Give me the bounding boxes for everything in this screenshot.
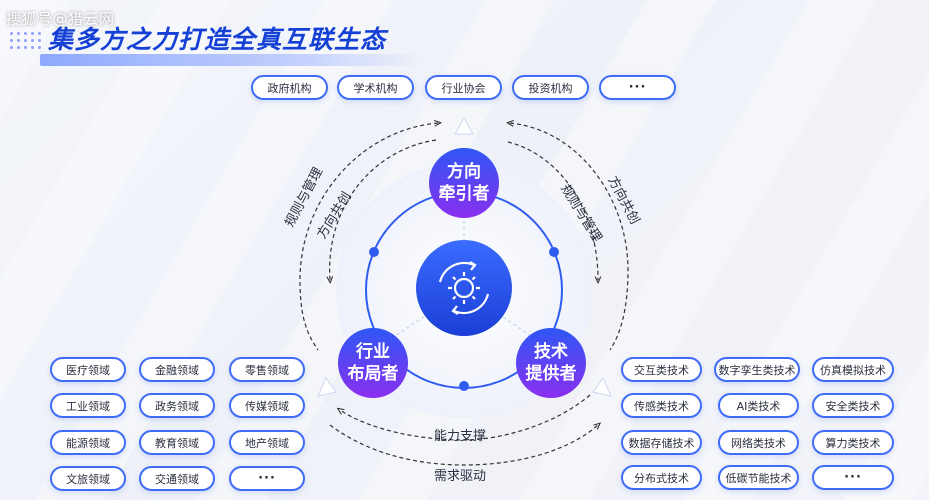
pill-distributed-tech: 分布式技术 [621, 465, 702, 490]
pill-interaction-tech: 交互类技术 [621, 357, 702, 382]
arc-label-bottom-outer: 需求驱动 [434, 469, 487, 484]
triangle-right [592, 376, 612, 397]
node-direction-leader [429, 148, 499, 218]
pill-education: 教育领域 [139, 430, 215, 455]
page-title: 集多方之力打造全真互联生态 [48, 25, 387, 54]
pill-government: 政府机构 [251, 75, 328, 100]
pill-medical: 医疗领域 [50, 357, 126, 382]
pill-transport: 交通领域 [139, 466, 215, 491]
center-node [416, 240, 512, 336]
pill-industry-association: 行业协会 [425, 75, 502, 100]
title-highlight [40, 54, 422, 66]
node-left-label: 行业布局者 [347, 342, 399, 384]
arc-bottom-outer [329, 425, 598, 466]
pill-industrial: 工业领域 [50, 393, 126, 418]
pill-media: 传媒领域 [229, 393, 305, 418]
pill-more-top: ··· [599, 75, 676, 100]
pill-more-left: ··· [229, 466, 305, 491]
pill-real-estate: 地产领域 [229, 430, 305, 455]
node-tech-provider [516, 328, 586, 398]
arc-bottom-inner [340, 394, 591, 441]
pill-security-tech: 安全类技术 [812, 393, 894, 418]
triangle-top [454, 116, 474, 135]
arc-left-outer [299, 123, 438, 351]
ring-dot-right [549, 247, 559, 257]
pill-low-carbon-tech: 低碳节能技术 [718, 465, 799, 490]
pill-more-right: ··· [812, 465, 894, 490]
pill-finance: 金融领域 [139, 357, 215, 382]
arc-right-outer [510, 123, 629, 351]
node-industry-planner [338, 328, 408, 398]
pill-storage-tech: 数据存储技术 [621, 430, 702, 455]
pill-retail: 零售领域 [229, 357, 305, 382]
dot-pattern [8, 30, 42, 52]
ring-dot-left [369, 247, 379, 257]
arc-label-bottom-inner: 能力支撑 [434, 429, 487, 444]
pill-ai-tech: AI类技术 [718, 393, 799, 418]
pill-simulation-tech: 仿真模拟技术 [812, 357, 894, 382]
ring-dot-bottom [459, 381, 469, 391]
arc-left-inner [330, 139, 437, 280]
pill-investment: 投资机构 [512, 75, 589, 100]
pill-government-affairs: 政务领域 [139, 393, 215, 418]
pill-network-tech: 网络类技术 [718, 430, 799, 455]
pill-energy: 能源领域 [50, 430, 126, 455]
pill-sensing-tech: 传感类技术 [621, 393, 702, 418]
pill-tourism: 文旅领域 [50, 466, 126, 491]
pill-digital-twin-tech: 数字孪生类技术 [714, 357, 800, 382]
pill-academic: 学术机构 [337, 75, 414, 100]
watermark: 搜狐号@猎云网 [6, 10, 115, 28]
triangle-left [317, 376, 337, 397]
node-top-label: 方向牵引者 [438, 162, 490, 204]
node-right-label: 技术提供者 [525, 342, 577, 384]
pill-compute-tech: 算力类技术 [812, 430, 894, 455]
gear-cycle-icon [438, 261, 490, 315]
